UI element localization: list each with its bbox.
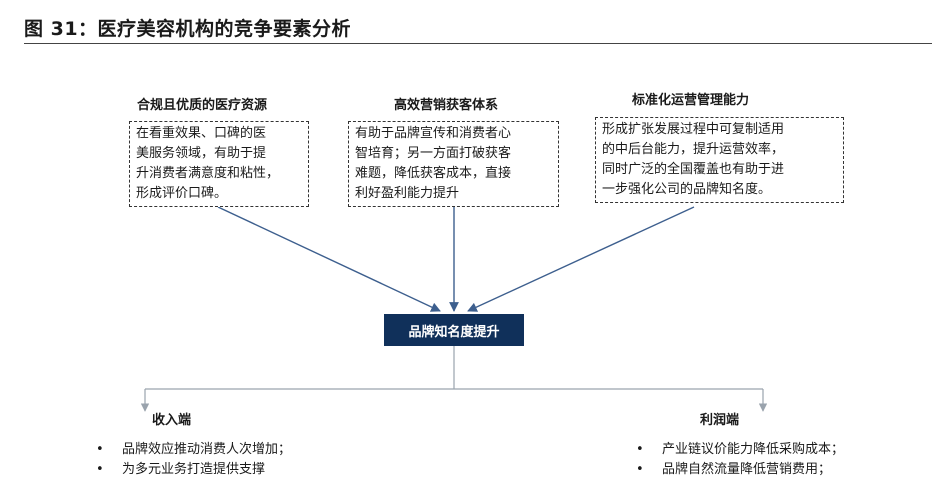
factor-heading-medical-resources: 合规且优质的医疗资源 (137, 98, 268, 113)
factor-card-marketing-system: 有助于品牌宣传和消费者心 智培育；另一方面打破获客 难题，降低获客成本，直接 利… (348, 121, 559, 207)
factor-card-line: 形成评价口碑。 (136, 186, 228, 201)
bullet-dot: • (96, 442, 104, 457)
factor-card-line: 美服务领域，有助于提 (136, 146, 267, 161)
bullet-dot: • (636, 442, 644, 457)
bullet-dot: • (636, 462, 644, 477)
figure-title: 图 31：医疗美容机构的竞争要素分析 (24, 18, 352, 40)
arrow-factor-1 (217, 206, 441, 312)
list-item: • 品牌自然流量降低营销费用； (636, 460, 844, 480)
factor-card-line: 有助于品牌宣传和消费者心 (355, 126, 512, 141)
factor-card-line: 升消费者满意度和粘性， (136, 166, 280, 181)
factor-card-medical-resources: 在看重效果、口碑的医 美服务领域，有助于提 升消费者满意度和粘性， 形成评价口碑… (129, 121, 309, 207)
title-divider (24, 43, 932, 44)
list-item: • 产业链议价能力降低采购成本； (636, 440, 844, 460)
factor-card-line: 一步强化公司的品牌知名度。 (602, 182, 772, 197)
bullet-text: 品牌效应推动消费人次增加； (122, 442, 292, 457)
factor-card-line: 在看重效果、口碑的医 (136, 126, 267, 141)
factor-card-line: 智培育；另一方面打破获客 (355, 146, 512, 161)
factor-card-standardized-operations: 形成扩张发展过程中可复制适用 的中后台能力，提升运营效率， 同时广泛的全国覆盖也… (595, 117, 844, 203)
factor-heading-standardized-operations: 标准化运营管理能力 (632, 93, 750, 108)
factor-card-line: 同时广泛的全国覆盖也有助于进 (602, 162, 785, 177)
arrow-factor-3 (467, 206, 695, 312)
list-item: • 为多元业务打造提供支撑 (96, 460, 291, 480)
bullet-text: 为多元业务打造提供支撑 (122, 462, 266, 477)
factor-card-line: 的中后台能力，提升运营效率， (602, 142, 785, 157)
factor-heading-marketing-system: 高效营销获客体系 (394, 98, 499, 113)
branch-label-profit: 利润端 (700, 413, 740, 428)
factor-card-line: 形成扩张发展过程中可复制适用 (602, 122, 785, 137)
bullet-dot: • (96, 462, 104, 477)
factor-card-line: 难题，降低获客成本，直接 (355, 166, 512, 181)
bullet-text: 品牌自然流量降低营销费用； (662, 462, 832, 477)
profit-bullet-list: • 产业链议价能力降低采购成本； • 品牌自然流量降低营销费用； (636, 440, 844, 480)
factor-card-line: 利好盈利能力提升 (355, 186, 460, 201)
bullet-text: 产业链议价能力降低采购成本； (662, 442, 845, 457)
revenue-bullet-list: • 品牌效应推动消费人次增加； • 为多元业务打造提供支撑 (96, 440, 291, 480)
list-item: • 品牌效应推动消费人次增加； (96, 440, 291, 460)
brand-awareness-node: 品牌知名度提升 (384, 314, 524, 346)
branch-label-revenue: 收入端 (152, 413, 192, 428)
